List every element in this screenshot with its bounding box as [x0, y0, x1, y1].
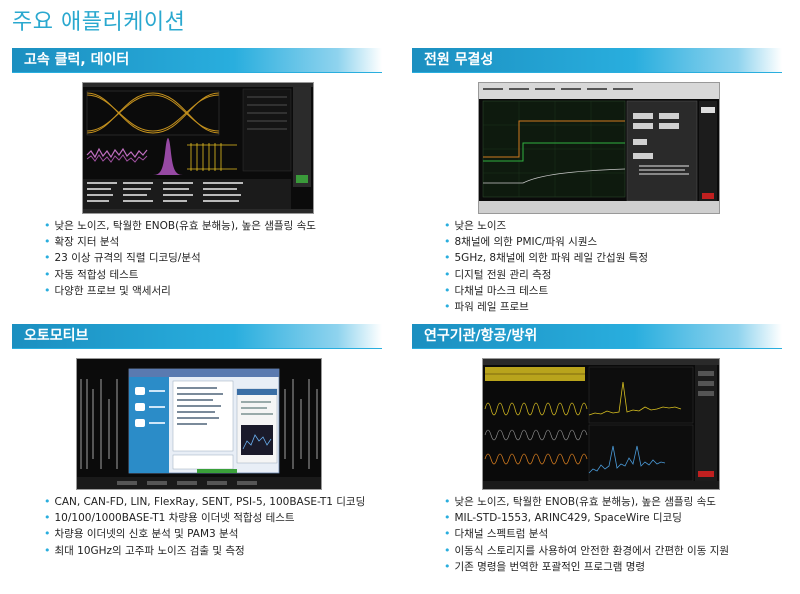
- bullet-dot-icon: •: [44, 511, 51, 525]
- section-divider: [412, 348, 782, 349]
- list-item: •다채널 스펙트럼 분석: [444, 527, 549, 541]
- screenshot-eye-diagram: [82, 82, 314, 214]
- list-item: •CAN, CAN-FD, LIN, FlexRay, SENT, PSI-5,…: [44, 495, 366, 508]
- section-power-integrity: 전원 무결성: [412, 48, 782, 73]
- list-item: •기존 명령을 번역한 포괄적인 프로그램 명령: [444, 559, 646, 573]
- bullet-list: •낮은 노이즈 •8채널에 의한 PMIC/파워 시퀀스 •5GHz, 8채널에…: [444, 218, 648, 315]
- bullet-list: •낮은 노이즈, 탁월한 ENOB(유효 분해능), 높은 샘플링 속도 •확장…: [44, 218, 316, 299]
- bullet-dot-icon: •: [44, 527, 51, 541]
- section-title: 오토모티브: [12, 324, 382, 348]
- list-item: •확장 지터 분석: [44, 235, 120, 249]
- list-item: •8채널에 의한 PMIC/파워 시퀀스: [444, 235, 598, 249]
- bullet-dot-icon: •: [444, 267, 451, 281]
- bullet-dot-icon: •: [444, 527, 451, 541]
- list-item: •10/100/1000BASE-T1 차량용 이더넷 적합성 테스트: [44, 511, 295, 525]
- screenshot-power-rail: [478, 82, 720, 214]
- list-item: •차량용 이더넷의 신호 분석 및 PAM3 분석: [44, 527, 239, 541]
- list-item: •파워 레일 프로브: [444, 300, 529, 314]
- bullet-dot-icon: •: [444, 495, 451, 508]
- bullet-dot-icon: •: [444, 219, 451, 232]
- section-title: 전원 무결성: [412, 48, 782, 72]
- page-title: 주요 애플리케이션: [12, 10, 186, 35]
- list-item: •낮은 노이즈, 탁월한 ENOB(유효 분해능), 높은 샘플링 속도: [44, 219, 316, 232]
- screenshot-spectrum-analysis: [482, 358, 720, 490]
- list-item: •자동 적합성 테스트: [44, 267, 139, 281]
- bullet-dot-icon: •: [44, 267, 51, 281]
- list-item: •MIL-STD-1553, ARINC429, SpaceWire 디코딩: [444, 511, 682, 525]
- section-divider: [12, 72, 382, 73]
- bullet-dot-icon: •: [444, 511, 451, 525]
- section-divider: [12, 348, 382, 349]
- list-item: •이동식 스토리지를 사용하여 안전한 환경에서 간편한 이동 지원: [444, 543, 730, 557]
- bullet-list: •CAN, CAN-FD, LIN, FlexRay, SENT, PSI-5,…: [44, 494, 365, 559]
- bullet-dot-icon: •: [444, 251, 451, 265]
- screenshot-automotive-compliance: [76, 358, 322, 490]
- section-title: 연구기관/항공/방위: [412, 324, 782, 348]
- section-automotive: 오토모티브: [12, 324, 382, 349]
- list-item: •23 이상 규격의 직렬 디코딩/분석: [44, 251, 201, 265]
- bullet-dot-icon: •: [444, 559, 451, 573]
- section-title: 고속 클럭, 데이터: [12, 48, 382, 72]
- bullet-dot-icon: •: [444, 235, 451, 249]
- bullet-dot-icon: •: [44, 219, 51, 232]
- section-research-aerospace: 연구기관/항공/방위: [412, 324, 782, 349]
- bullet-dot-icon: •: [444, 543, 451, 557]
- section-high-speed: 고속 클럭, 데이터: [12, 48, 382, 73]
- bullet-dot-icon: •: [444, 283, 451, 297]
- list-item: •디지털 전원 관리 측정: [444, 267, 552, 281]
- section-divider: [412, 72, 782, 73]
- list-item: •최대 10GHz의 고주파 노이즈 검출 및 측정: [44, 543, 245, 557]
- bullet-dot-icon: •: [44, 495, 51, 508]
- list-item: •다양한 프로브 및 액세서리: [44, 283, 171, 297]
- list-item: •다채널 마스크 테스트: [444, 283, 549, 297]
- bullet-dot-icon: •: [44, 283, 51, 297]
- bullet-dot-icon: •: [444, 300, 451, 314]
- bullet-dot-icon: •: [44, 543, 51, 557]
- list-item: •낮은 노이즈, 탁월한 ENOB(유효 분해능), 높은 샘플링 속도: [444, 495, 716, 508]
- bullet-dot-icon: •: [44, 251, 51, 265]
- bullet-dot-icon: •: [44, 235, 51, 249]
- list-item: •낮은 노이즈: [444, 219, 507, 232]
- list-item: •5GHz, 8채널에 의한 파워 레일 간섭원 특정: [444, 251, 649, 265]
- bullet-list: •낮은 노이즈, 탁월한 ENOB(유효 분해능), 높은 샘플링 속도 •MI…: [444, 494, 729, 575]
